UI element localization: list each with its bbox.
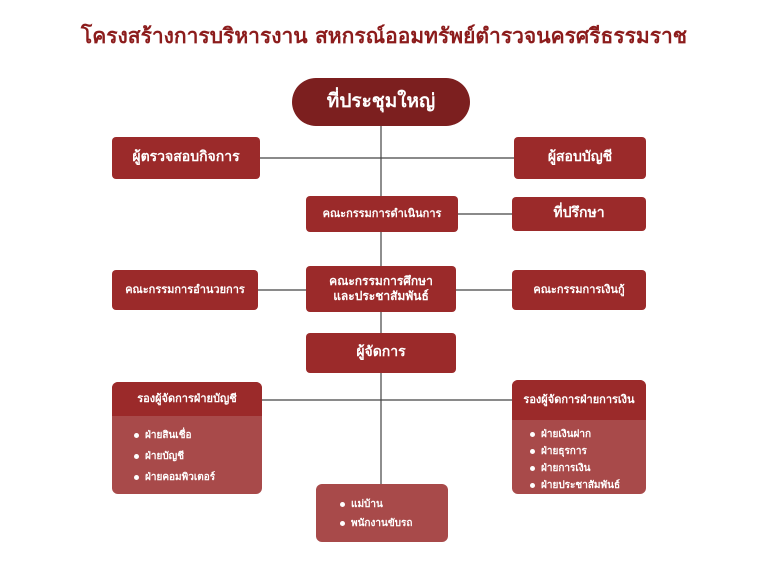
list-item: ฝ่ายประชาสัมพันธ์ [530,477,646,494]
bullet-icon [530,466,535,471]
list-item-label: ฝ่ายบัญชี [145,451,184,462]
staff-panel: แม่บ้าน พนักงานขับรถ [316,484,448,542]
list-item: ฝ่ายคอมพิวเตอร์ [134,467,262,488]
list-item: ฝ่ายเงินฝาก [530,426,646,443]
accounting-panel-header: รองผู้จัดการฝ่ายบัญชี [112,382,262,416]
bullet-icon [340,502,345,507]
list-item-label: ฝ่ายการเงิน [541,463,591,474]
list-item: ฝ่ายการเงิน [530,460,646,477]
inspector-box: ผู้ตรวจสอบกิจการ [112,137,260,179]
list-item-label: ฝ่ายสินเชื่อ [145,430,192,441]
bullet-icon [530,449,535,454]
bullet-icon [134,454,139,459]
bullet-icon [530,432,535,437]
manager-box: ผู้จัดการ [306,333,456,373]
bullet-icon [134,475,139,480]
admin-committee-box: คณะกรรมการอำนวยการ [112,270,258,310]
list-item-label: ฝ่ายคอมพิวเตอร์ [145,472,216,483]
bullet-icon [530,483,535,488]
general-meeting-box: ที่ประชุมใหญ่ [292,78,470,126]
chart-title: โครงสร้างการบริหารงาน สหกรณ์ออมทรัพย์ตำร… [80,24,688,48]
loan-committee-box: คณะกรรมการเงินกู้ [512,270,646,310]
staff-panel-list: แม่บ้าน พนักงานขับรถ [316,484,448,533]
advisor-box: ที่ปรึกษา [512,197,646,231]
list-item: ฝ่ายสินเชื่อ [134,425,262,446]
auditor-box: ผู้สอบบัญชี [514,137,646,179]
list-item: ฝ่ายธุรการ [530,443,646,460]
board-box: คณะกรรมการดำเนินการ [306,196,458,232]
accounting-panel: รองผู้จัดการฝ่ายบัญชี ฝ่ายสินเชื่อ ฝ่ายบ… [112,382,262,494]
finance-panel: รองผู้จัดการฝ่ายการเงิน ฝ่ายเงินฝาก ฝ่าย… [512,380,646,494]
accounting-panel-list: ฝ่ายสินเชื่อ ฝ่ายบัญชี ฝ่ายคอมพิวเตอร์ [112,416,262,488]
list-item: พนักงานขับรถ [340,514,448,533]
list-item-label: ฝ่ายเงินฝาก [541,429,591,440]
list-item-label: แม่บ้าน [351,499,383,510]
bullet-icon [340,521,345,526]
list-item: ฝ่ายบัญชี [134,446,262,467]
list-item-label: ฝ่ายธุรการ [541,446,587,457]
education-committee-box: คณะกรรมการศึกษา และประชาสัมพันธ์ [306,266,456,312]
finance-panel-header: รองผู้จัดการฝ่ายการเงิน [512,380,646,420]
education-committee-line1: คณะกรรมการศึกษา [329,274,433,288]
list-item: แม่บ้าน [340,495,448,514]
finance-panel-list: ฝ่ายเงินฝาก ฝ่ายธุรการ ฝ่ายการเงิน ฝ่ายป… [512,420,646,494]
list-item-label: พนักงานขับรถ [351,518,413,529]
education-committee-line2: และประชาสัมพันธ์ [333,289,429,303]
bullet-icon [134,433,139,438]
list-item-label: ฝ่ายประชาสัมพันธ์ [541,480,621,491]
